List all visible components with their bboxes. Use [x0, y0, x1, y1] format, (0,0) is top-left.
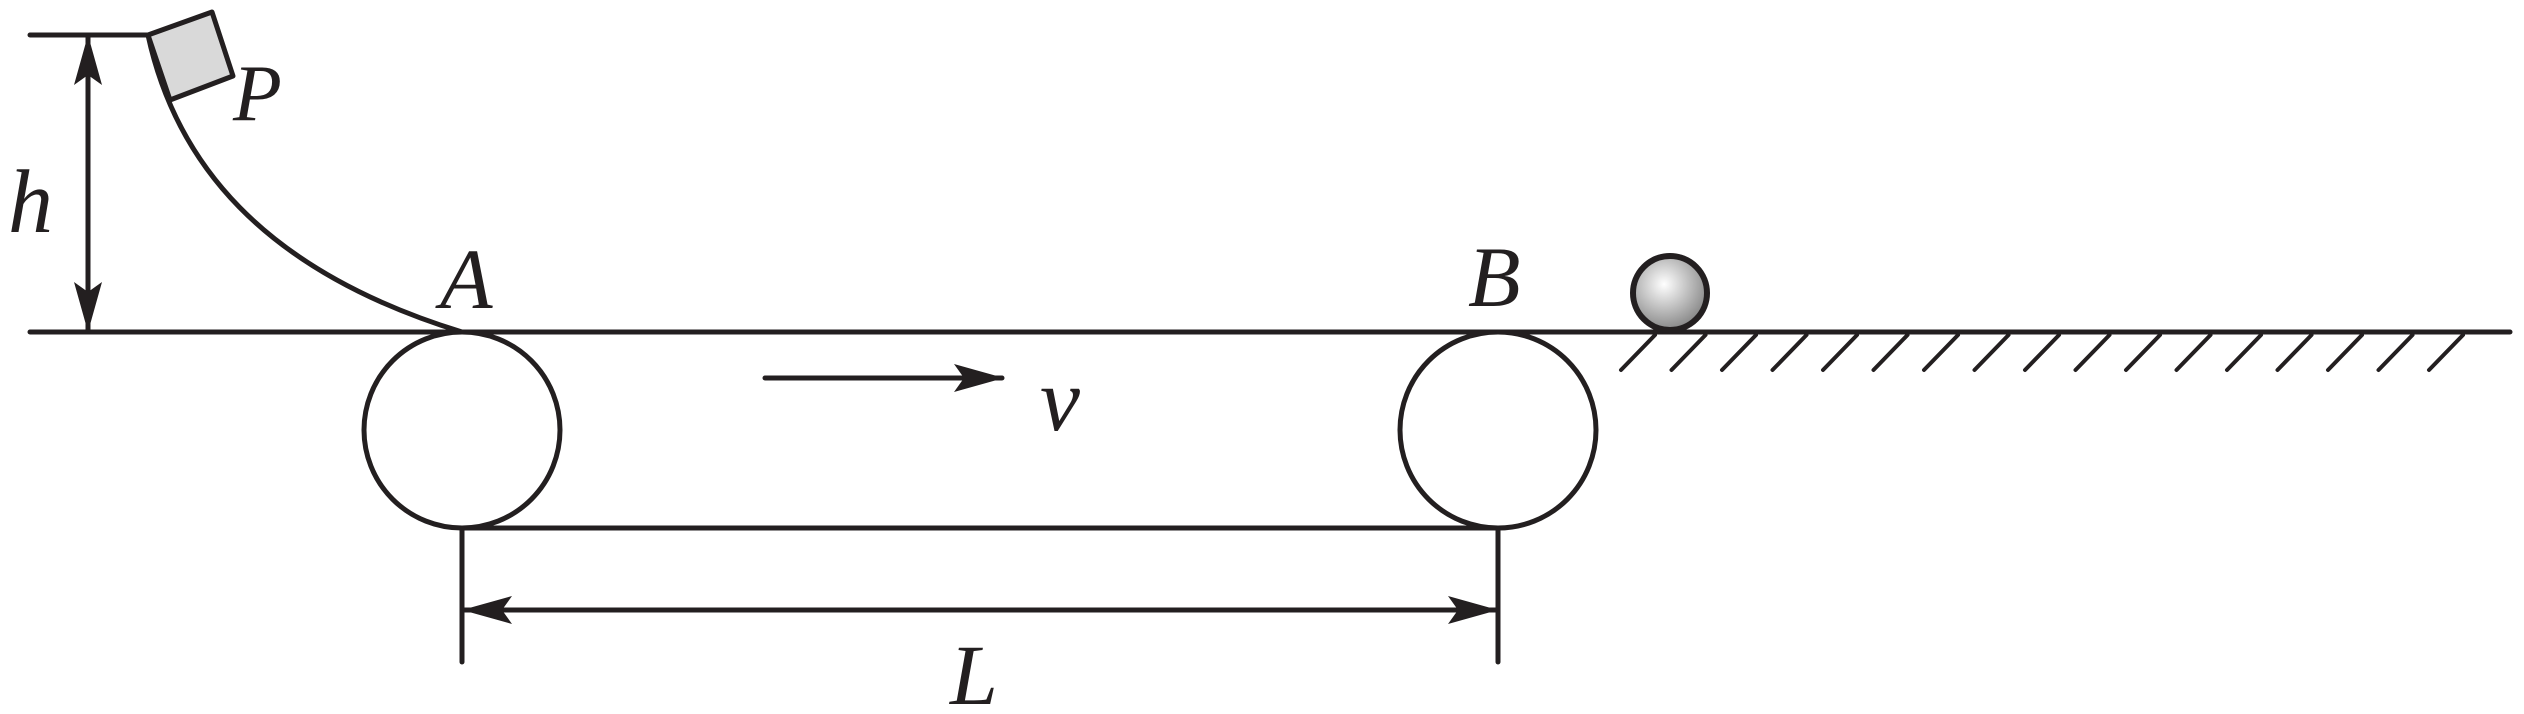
label-a: A [435, 231, 493, 327]
pulley-b [1397, 329, 1599, 531]
hatch-mark [1922, 333, 1960, 372]
label-v: v [1040, 351, 1080, 450]
hatch-mark [2174, 333, 2213, 372]
pulley-a [361, 329, 563, 531]
ball [1630, 253, 1710, 333]
label-p: P [232, 50, 282, 138]
hatch-mark [2326, 333, 2364, 372]
ground-hatching [1619, 333, 2465, 372]
hatch-mark [2275, 333, 2314, 372]
hatch-mark [1821, 333, 1859, 372]
hatch-mark [1669, 333, 1708, 372]
hatch-mark [1770, 333, 1809, 372]
hatch-mark [2073, 333, 2112, 372]
hatch-mark [2225, 333, 2263, 372]
hatch-mark [1619, 333, 1657, 372]
label-b: B [1468, 229, 1521, 325]
hatch-mark [2124, 333, 2162, 372]
block-p [145, 9, 236, 103]
hatch-mark [2376, 333, 2415, 372]
hatch-mark [1972, 333, 2011, 372]
hatch-mark [1871, 333, 1910, 372]
hatch-mark [2427, 333, 2465, 372]
label-h: h [8, 153, 53, 252]
label-l: L [948, 627, 998, 714]
hatch-mark [2023, 333, 2061, 372]
hatch-mark [1720, 333, 1758, 372]
